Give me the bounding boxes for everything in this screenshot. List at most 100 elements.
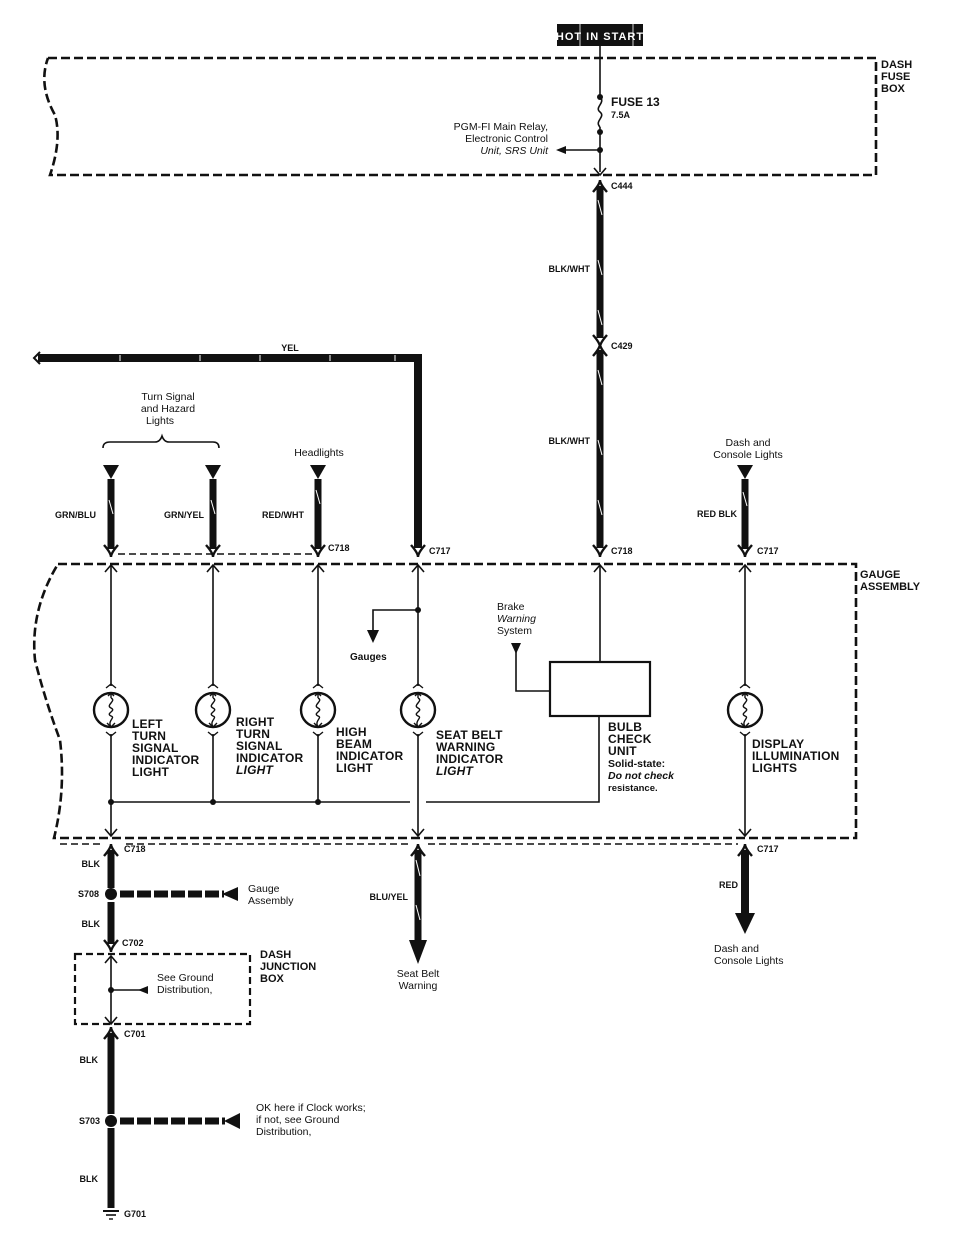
brake-warning-label-3: System	[497, 625, 532, 637]
turn-signal-label-3: Lights	[146, 415, 174, 427]
wire-color-yel: YEL	[281, 343, 299, 353]
input-terminal-left-turn	[103, 465, 119, 479]
bulb-check-label-3: UNIT	[608, 744, 637, 758]
seat-belt-output-arrow-icon	[409, 940, 427, 964]
gauge-assembly-label-1: GAUGE	[860, 569, 900, 581]
turn-signal-label-2: and Hazard	[141, 403, 195, 415]
connector-c718-bottom: C718	[124, 844, 146, 854]
bulb-check-note-3: resistance.	[608, 783, 658, 794]
bulb-check-label-1: BULB	[608, 720, 642, 734]
wire-color-red-wht: RED/WHT	[262, 510, 304, 520]
brake-warning-label-2: Warning	[497, 613, 536, 625]
high-beam-circuit	[299, 564, 337, 805]
dash-output-arrow-icon	[735, 913, 755, 934]
connector-c702: C702	[122, 938, 144, 948]
clock-note-3: Distribution,	[256, 1126, 311, 1138]
ground-icon	[103, 1210, 119, 1220]
turn-signal-label-1: Turn Signal	[141, 391, 194, 403]
clock-ground-terminal	[224, 1113, 240, 1129]
wire-yel	[38, 354, 422, 548]
wire-color-red-blk: RED BLK	[697, 509, 737, 519]
fuse-branch-note-2: Electronic Control	[465, 133, 548, 145]
dash-console-out-label-1: Dash and	[714, 943, 759, 955]
wire-color-blk-2: BLK	[82, 919, 101, 929]
fuse-rating: 7.5A	[611, 110, 631, 120]
seat-belt-output-label-2: Warning	[399, 980, 438, 992]
wire-color-blk-1: BLK	[82, 859, 101, 869]
clock-note-1: OK here if Clock works;	[256, 1102, 366, 1114]
fuse-branch-note-3: Unit, SRS Unit	[480, 145, 549, 157]
connector-c718-main: C718	[611, 546, 633, 556]
dash-console-in-label-1: Dash and	[726, 437, 771, 449]
seat-belt-label-2: WARNING	[436, 740, 495, 754]
splice-s703	[105, 1115, 117, 1127]
input-terminal-right-turn	[205, 465, 221, 479]
gauge-assembly-label-2: ASSEMBLY	[860, 581, 921, 593]
connector-c717-dash: C717	[757, 546, 779, 556]
wire-color-blk-wht-1: BLK/WHT	[549, 264, 591, 274]
splice-s703-label: S703	[79, 1116, 100, 1126]
splice-s708-label: S708	[78, 889, 99, 899]
left-turn-circuit	[92, 564, 130, 837]
high-beam-bulb-icon	[299, 682, 337, 738]
gauge-assembly-ground-label-1: Gauge	[248, 883, 280, 895]
connector-c701: C701	[124, 1029, 146, 1039]
connector-c717-yel: C717	[429, 546, 451, 556]
bulb-check-unit-box	[548, 660, 652, 718]
dash-console-out-label-2: Console Lights	[714, 955, 783, 967]
seat-belt-output-label-1: Seat Belt	[397, 968, 440, 980]
right-turn-label-2: TURN	[236, 727, 270, 741]
junction-arrow-icon	[138, 986, 148, 994]
dash-console-in-label-2: Console Lights	[713, 449, 782, 461]
connector-c444: C444	[611, 181, 633, 191]
gauge-assembly-ground-label-2: Assembly	[248, 895, 294, 907]
hot-in-start-badge: HOT IN START	[556, 24, 643, 46]
splice-s708	[105, 888, 117, 900]
bulb-check-note-2: Do not check	[608, 770, 675, 782]
display-label-1: DISPLAY	[752, 737, 804, 751]
display-label-2: ILLUMINATION	[752, 749, 840, 763]
bulb-check-label-2: CHECK	[608, 732, 652, 746]
gauges-arrow-icon	[367, 630, 379, 643]
left-turn-label-1: LEFT	[132, 717, 163, 731]
left-turn-label-3: SIGNAL	[132, 741, 179, 755]
gauges-label: Gauges	[350, 652, 387, 663]
wire-color-grn-yel: GRN/YEL	[164, 510, 205, 520]
seat-belt-bulb-icon	[399, 682, 437, 738]
seat-belt-label-1: SEAT BELT	[436, 728, 503, 742]
arrow-left-icon	[556, 146, 566, 154]
high-beam-label-2: BEAM	[336, 737, 372, 751]
right-turn-label-4: INDICATOR	[236, 751, 303, 765]
fuse-name: FUSE 13	[611, 95, 660, 109]
headlights-label: Headlights	[294, 447, 344, 459]
junction-note-2: Distribution,	[157, 984, 212, 996]
dash-fuse-box-label-3: BOX	[881, 83, 906, 95]
left-turn-bulb-icon	[92, 682, 130, 738]
dash-junction-box-label-3: BOX	[260, 973, 285, 985]
display-illumination-circuit	[726, 564, 764, 837]
left-turn-label-5: LIGHT	[132, 765, 169, 779]
high-beam-label-1: HIGH	[336, 725, 367, 739]
high-beam-label-3: INDICATOR	[336, 749, 403, 763]
input-terminal-dash-console	[737, 465, 753, 479]
turn-signal-bracket	[102, 433, 220, 449]
clock-note-2: if not, see Ground	[256, 1114, 340, 1126]
connector-c717-bottom: C717	[757, 844, 779, 854]
dash-junction-box-label-2: JUNCTION	[260, 961, 316, 973]
ground-g701-label: G701	[124, 1209, 146, 1219]
wire-color-grn-blu: GRN/BLU	[55, 510, 96, 520]
right-turn-label-3: SIGNAL	[236, 739, 283, 753]
dash-fuse-box-label-1: DASH	[881, 59, 912, 71]
dash-fuse-box-label-2: FUSE	[881, 71, 910, 83]
gauge-assembly-outline	[32, 562, 858, 840]
display-label-3: LIGHTS	[752, 761, 797, 775]
right-turn-label-5: LIGHT	[236, 763, 274, 777]
seat-belt-label-3: INDICATOR	[436, 752, 503, 766]
brake-warning-label-1: Brake	[497, 601, 525, 613]
brake-warning-terminal-icon	[511, 643, 521, 654]
high-beam-label-4: LIGHT	[336, 761, 373, 775]
bulb-check-note-1: Solid-state:	[608, 758, 665, 770]
display-bulb-icon	[726, 682, 764, 738]
fuse-13-symbol	[597, 96, 603, 128]
right-turn-bulb-icon	[194, 682, 232, 738]
